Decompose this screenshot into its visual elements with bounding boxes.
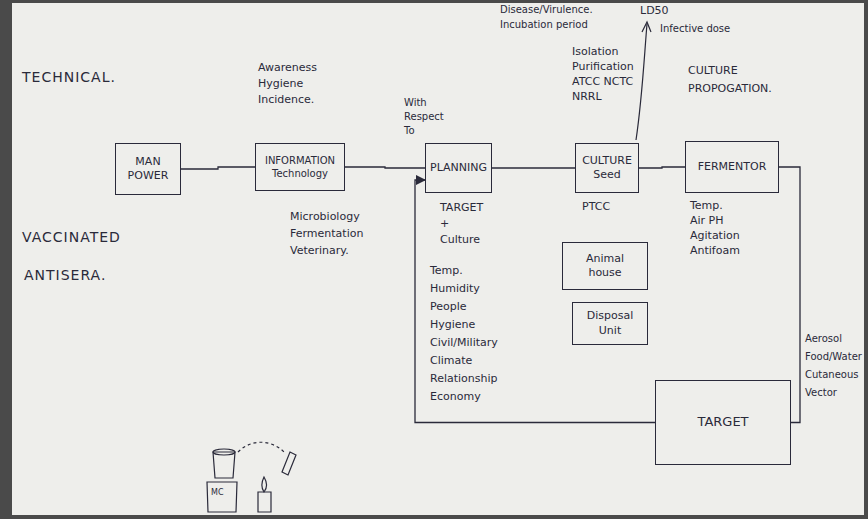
- connector: [415, 180, 655, 423]
- node-text: INFORMATION Technology: [265, 154, 335, 180]
- tube: [282, 452, 296, 475]
- note-list: With Respect To: [404, 96, 444, 138]
- note: Incubation period: [500, 18, 588, 31]
- flame: [262, 477, 267, 492]
- heading-note: ANTISERA.: [24, 266, 106, 284]
- note-list: Temp. Humidity People Hygiene Civil/Mili…: [430, 262, 498, 406]
- process-box: INFORMATION Technology: [255, 143, 345, 191]
- note-list: Awareness Hygiene Incidence.: [258, 60, 317, 108]
- connector: [181, 167, 255, 169]
- leader-line: [636, 24, 647, 140]
- process-box: CULTURE Seed: [575, 143, 639, 193]
- connector: [639, 167, 685, 168]
- beaker-rim: [213, 449, 235, 455]
- connector: [345, 167, 425, 168]
- connector: [779, 167, 800, 423]
- note-list: Temp. Air PH Agitation Antifoam: [690, 198, 740, 258]
- transfer-arc: [238, 442, 284, 452]
- note: Disease/Virulence.: [500, 3, 593, 16]
- process-box: PLANNING: [425, 143, 492, 193]
- node-text: PLANNING: [430, 161, 487, 175]
- facility-box: Disposal Unit: [572, 302, 648, 345]
- vessel-label: MC: [211, 488, 224, 498]
- facility-box: Animal house: [562, 242, 648, 290]
- beaker: [213, 452, 235, 478]
- note-list: CULTURE PROPOGATION.: [688, 62, 772, 98]
- node-text: TARGET: [697, 414, 748, 431]
- connector: [492, 167, 575, 168]
- node-text: CULTURE Seed: [582, 154, 632, 183]
- leader-head: [642, 22, 651, 32]
- node-text: Disposal Unit: [587, 309, 634, 338]
- note: PTCC: [582, 200, 610, 214]
- note: Infective dose: [660, 22, 730, 35]
- lab-sketch: [207, 442, 296, 512]
- leader: [636, 22, 651, 140]
- paper: [12, 3, 864, 515]
- target-box: TARGET: [655, 380, 791, 465]
- heading-note: VACCINATED: [22, 228, 121, 246]
- node-text: FERMENTOR: [698, 160, 767, 174]
- container: [207, 482, 237, 512]
- note-list: Microbiology Fermentation Veterinary.: [290, 208, 363, 259]
- heading-note: TECHNICAL.: [22, 68, 116, 86]
- note-list: Aerosol Food/Water Cutaneous Vector: [805, 330, 862, 402]
- note-list: TARGET + Culture: [440, 200, 483, 248]
- note: LD50: [640, 4, 669, 18]
- note-list: Isolation Purification ATCC NCTC NRRL: [572, 44, 634, 104]
- node-text: MAN POWER: [128, 155, 169, 184]
- process-box: MAN POWER: [115, 143, 181, 195]
- lamp: [258, 492, 271, 512]
- process-box: FERMENTOR: [685, 141, 779, 193]
- node-text: Animal house: [586, 252, 624, 281]
